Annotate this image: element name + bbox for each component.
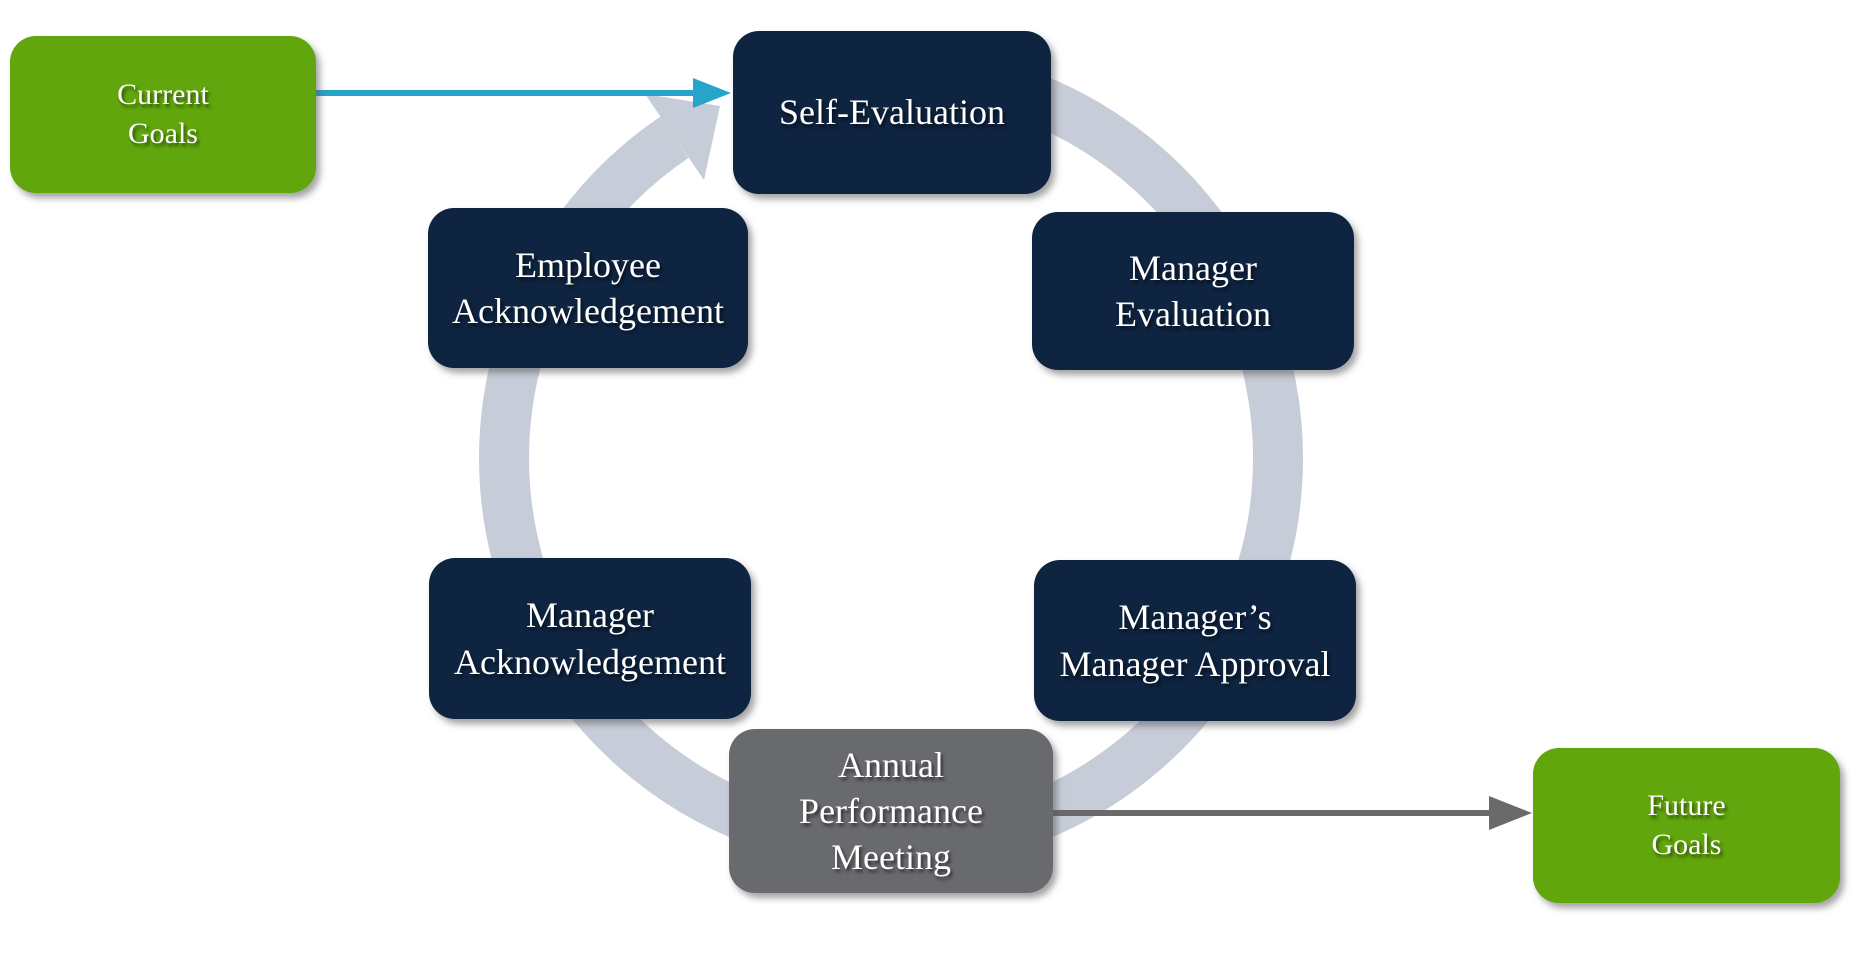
node-manager-acknowledgement-label: Manager Acknowledgement bbox=[454, 595, 726, 682]
node-current-goals: Current Goals bbox=[10, 36, 316, 193]
node-annual-performance-meeting-label: Annual Performance Meeting bbox=[799, 744, 983, 878]
current-goals-arrow bbox=[316, 78, 731, 108]
node-manager-evaluation: Manager Evaluation bbox=[1032, 212, 1354, 370]
future-goals-arrowhead-icon bbox=[1489, 796, 1532, 830]
node-manager-evaluation-label: Manager Evaluation bbox=[1115, 247, 1271, 334]
node-current-goals-label: Current Goals bbox=[117, 78, 209, 150]
node-annual-performance-meeting: Annual Performance Meeting bbox=[729, 729, 1053, 893]
current-goals-arrowhead-icon bbox=[693, 78, 731, 108]
node-future-goals: Future Goals bbox=[1533, 748, 1840, 903]
node-future-goals-label: Future Goals bbox=[1647, 789, 1726, 861]
node-employee-acknowledgement: Employee Acknowledgement bbox=[428, 208, 748, 368]
node-managers-manager-approval-label: Manager’s Manager Approval bbox=[1059, 597, 1331, 684]
node-manager-acknowledgement: Manager Acknowledgement bbox=[429, 558, 751, 719]
node-self-evaluation-label: Self-Evaluation bbox=[779, 92, 1005, 133]
node-employee-acknowledgement-label: Employee Acknowledgement bbox=[452, 244, 724, 331]
cycle-ring-arrowhead-icon bbox=[645, 94, 720, 180]
node-managers-manager-approval: Manager’s Manager Approval bbox=[1034, 560, 1356, 721]
future-goals-arrow bbox=[1053, 796, 1532, 830]
node-self-evaluation: Self-Evaluation bbox=[733, 31, 1051, 194]
